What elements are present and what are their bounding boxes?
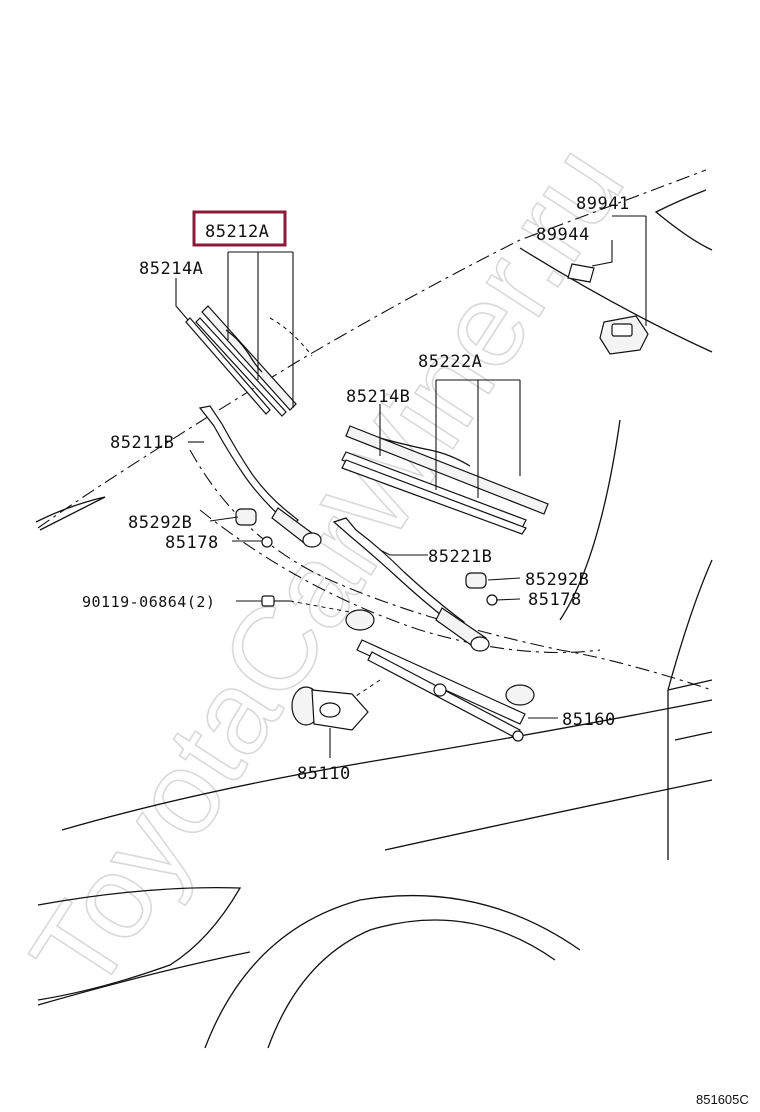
part-label-85222a[interactable]: 85222A — [418, 352, 482, 372]
pivot-caps[interactable] — [235, 508, 487, 589]
part-label-85160[interactable]: 85160 — [562, 710, 616, 730]
washer-nozzle[interactable] — [567, 263, 649, 355]
pivot-nuts[interactable] — [261, 536, 498, 606]
part-label-85214b[interactable]: 85214B — [346, 387, 410, 407]
vehicle-body-outline — [35, 169, 713, 1049]
part-label-85212a[interactable]: 85212A — [205, 222, 269, 242]
part-label-85221b[interactable]: 85221B — [428, 547, 492, 567]
selected-part-highlight — [192, 210, 287, 247]
part-label-85110[interactable]: 85110 — [297, 764, 351, 784]
wiper-link-assembly[interactable] — [289, 600, 535, 742]
part-label-85178-right[interactable]: 85178 — [528, 590, 582, 610]
passenger-wiper-arm[interactable] — [332, 517, 490, 652]
front-wiper-arm[interactable] — [198, 405, 322, 548]
part-label-85178-left[interactable]: 85178 — [165, 533, 219, 553]
part-label-85292b-right[interactable]: 85292B — [525, 570, 589, 590]
part-label-85292b-left[interactable]: 85292B — [128, 513, 192, 533]
diagram-code: 851605C — [696, 1092, 749, 1107]
part-label-85214a[interactable]: 85214A — [139, 259, 203, 279]
part-label-89941[interactable]: 89941 — [576, 194, 630, 214]
leader-lines — [175, 215, 647, 758]
watermark-text: ToyotaCarWiner.ru — [6, 123, 649, 1014]
part-label-90119-06864[interactable]: 90119-06864(2) — [82, 593, 215, 611]
front-wiper-blade[interactable] — [185, 305, 313, 417]
passenger-wiper-blade[interactable] — [341, 425, 549, 535]
part-label-89944[interactable]: 89944 — [536, 225, 590, 245]
part-label-85211b[interactable]: 85211B — [110, 433, 174, 453]
wiper-motor[interactable] — [291, 686, 369, 731]
